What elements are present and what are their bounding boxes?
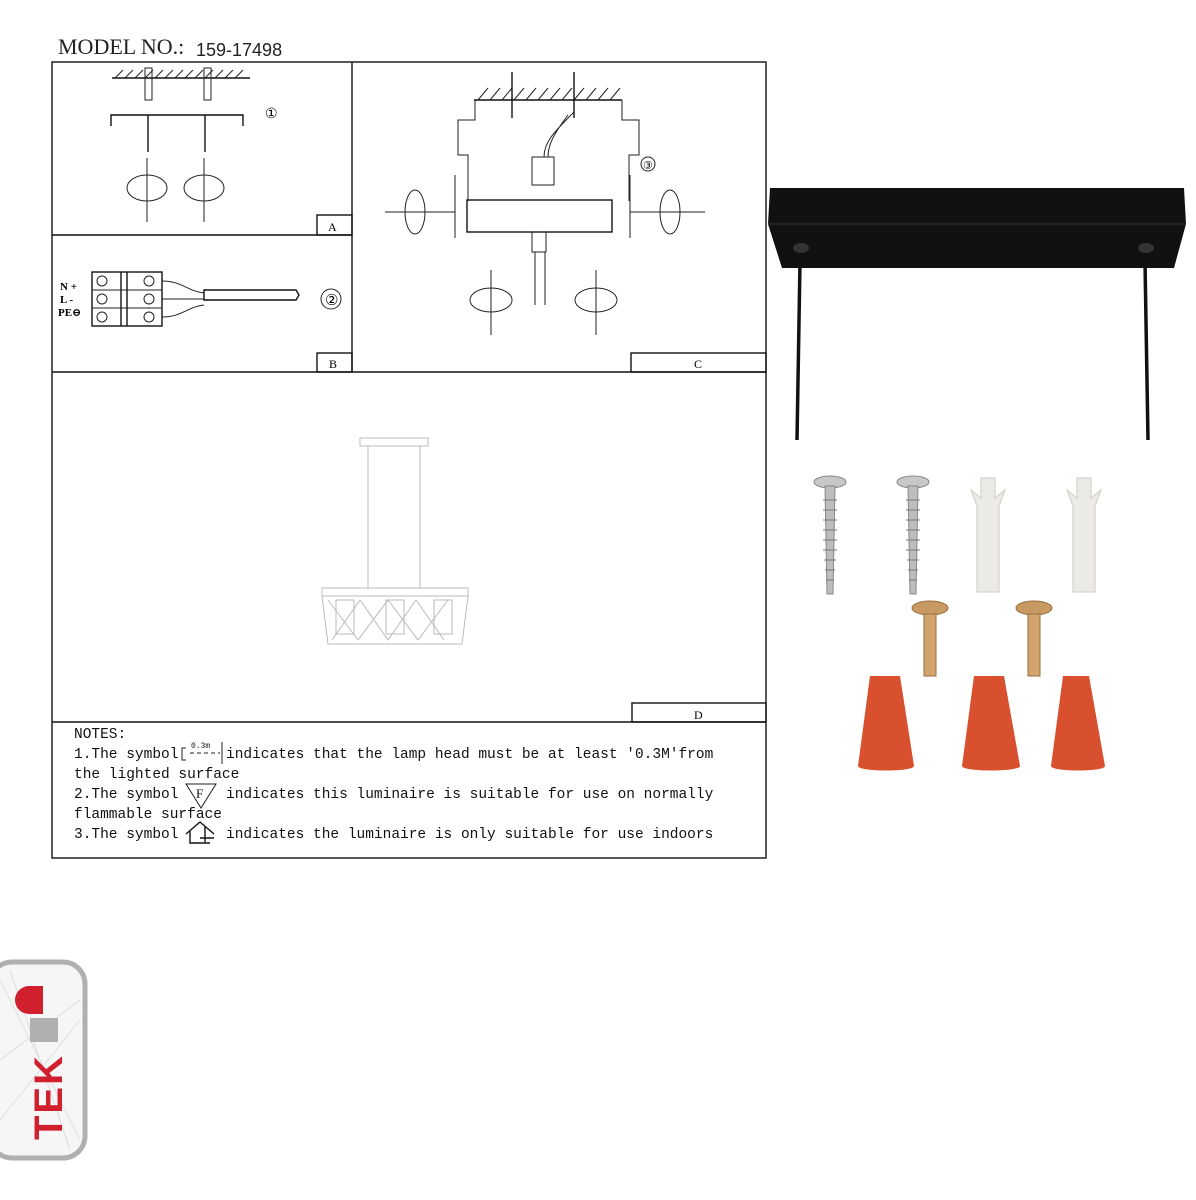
notes-title: NOTES: bbox=[74, 727, 126, 743]
rotate-arrow-icon bbox=[385, 175, 705, 335]
panel-label: B bbox=[329, 357, 337, 371]
note-2-continuation: flammable surface bbox=[74, 807, 222, 823]
tekled-logo: TEK bbox=[0, 959, 88, 1161]
panel-c: ③ C bbox=[385, 72, 767, 373]
instruction-frame bbox=[51, 61, 767, 859]
screw-icon bbox=[147, 115, 206, 152]
notes-section: NOTES: 1.The symbol 0.3m indicates that … bbox=[74, 727, 714, 844]
svg-text:TEK: TEK bbox=[27, 1054, 71, 1140]
note-3-text: indicates the luminaire is only suitable… bbox=[226, 827, 713, 843]
step-number: ③ bbox=[643, 160, 653, 172]
note-1-text: indicates that the lamp head must be at … bbox=[226, 747, 713, 763]
step-number: ① bbox=[265, 105, 278, 121]
distance-symbol-icon: 0.3m bbox=[181, 742, 223, 764]
panel-d: D bbox=[321, 437, 767, 723]
note-2-text: indicates this luminaire is suitable for… bbox=[226, 787, 714, 803]
ceiling-anchor-icon bbox=[144, 67, 212, 101]
machine-screw-icon bbox=[911, 600, 1053, 677]
terminal-label-n: N + bbox=[60, 281, 77, 293]
hardware-kit-image bbox=[813, 475, 1105, 771]
panel-label: D bbox=[694, 708, 703, 722]
wire-nut-icon bbox=[858, 676, 1105, 771]
panel-a: ① A bbox=[110, 67, 353, 236]
model-label: MODEL NO.: bbox=[58, 34, 184, 59]
flammable-surface-symbol-icon: F bbox=[185, 783, 217, 809]
cable-icon bbox=[203, 289, 300, 301]
note-3-prefix: 3.The symbol bbox=[74, 827, 178, 843]
panel-b: N + L - PE⊖ ② B bbox=[58, 271, 353, 373]
note-2-prefix: 2.The symbol bbox=[74, 787, 178, 803]
wall-plug-icon bbox=[969, 477, 1103, 593]
rotate-arrow-icon bbox=[126, 158, 225, 222]
note-1-prefix: 1.The symbol bbox=[74, 747, 178, 763]
terminal-block-icon bbox=[531, 156, 555, 186]
model-number: 159-17498 bbox=[196, 40, 282, 60]
step-number: ② bbox=[325, 292, 338, 309]
wood-screw-icon bbox=[813, 475, 930, 595]
panel-label: A bbox=[328, 220, 337, 234]
pendant-lamp-drawing bbox=[321, 437, 469, 645]
terminal-label-pe: PE⊖ bbox=[58, 307, 81, 319]
distance-symbol-label: 0.3m bbox=[191, 742, 210, 751]
panel-label: C bbox=[694, 357, 702, 371]
terminal-label-l: L - bbox=[60, 294, 73, 306]
canopy-image bbox=[768, 188, 1186, 441]
indoor-house-symbol-icon bbox=[185, 821, 215, 844]
flammable-symbol-label: F bbox=[196, 786, 203, 801]
note-1-continuation: the lighted surface bbox=[74, 767, 239, 783]
